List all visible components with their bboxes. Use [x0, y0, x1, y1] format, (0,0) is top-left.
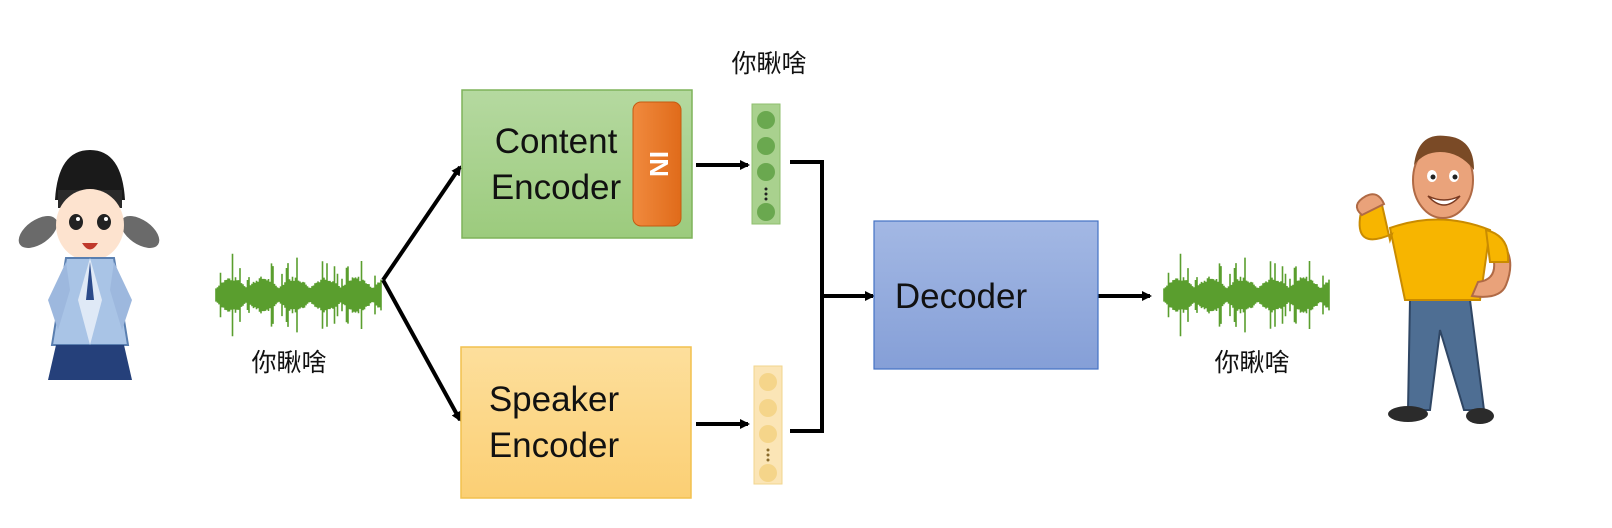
content-vector-caption: 你瞅啥: [731, 49, 806, 78]
speaker-vector: [753, 365, 783, 485]
decoder-label: Decoder: [895, 277, 1028, 316]
decoder-box: Decoder: [873, 220, 1099, 370]
content-encoder-box: Content Encoder IN: [461, 89, 693, 239]
arrows: [381, 160, 1152, 433]
arrow-to-speaker-encoder: [381, 279, 462, 422]
content-encoder-label-2: Encoder: [491, 168, 622, 207]
speaker-encoder-label-1: Speaker: [489, 380, 620, 419]
content-vector: [751, 103, 781, 225]
instance-norm-label: IN: [644, 151, 674, 177]
arrow-to-content-encoder: [381, 165, 462, 282]
instance-norm-block: IN: [632, 101, 682, 227]
merge-bracket: [790, 160, 824, 433]
output-speech-caption: 你瞅啥: [1214, 348, 1289, 377]
speaker-encoder-label-2: Encoder: [489, 426, 620, 465]
output-waveform: [1163, 253, 1330, 337]
speaker-encoder-box: Speaker Encoder: [460, 346, 692, 499]
input-waveform: [215, 253, 382, 337]
scholar-cartoon-icon: [18, 150, 160, 380]
muscleman-cartoon-icon: [1355, 135, 1512, 424]
input-speech-caption: 你瞅啥: [251, 348, 326, 377]
content-encoder-label-1: Content: [495, 122, 618, 161]
